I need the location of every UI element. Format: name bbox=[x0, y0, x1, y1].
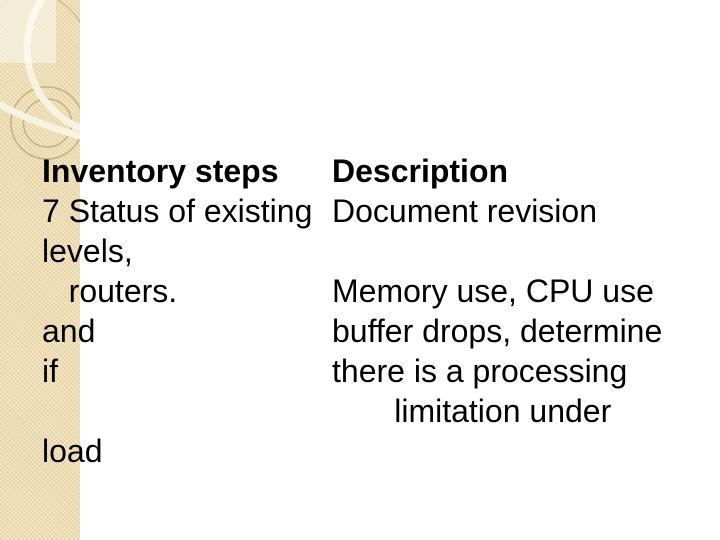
description-line: there is a processing bbox=[332, 353, 628, 389]
thin-arc-icon bbox=[57, 0, 80, 23]
inventory-line: if bbox=[42, 353, 58, 389]
inventory-line: routers. bbox=[42, 273, 178, 309]
sidebar-highlight-square bbox=[0, 0, 56, 63]
description-line: limitation under bbox=[332, 393, 612, 429]
swash-upper-icon bbox=[23, 0, 80, 132]
inventory-line-blank bbox=[42, 391, 312, 431]
column-header-inventory-steps: Inventory steps bbox=[42, 153, 279, 189]
sidebar-circles-decoration bbox=[0, 0, 80, 160]
column-description: Description Document revision Memory use… bbox=[332, 151, 662, 471]
column-header-description: Description bbox=[332, 153, 509, 189]
description-line-blank bbox=[332, 431, 662, 471]
description-line: Document revision bbox=[332, 193, 597, 229]
inventory-line: levels, bbox=[42, 233, 133, 269]
description-line-blank bbox=[332, 231, 662, 271]
inventory-line: load bbox=[42, 433, 103, 469]
ring-outer-icon bbox=[10, 86, 80, 160]
description-line: buffer drops, determine bbox=[332, 313, 663, 349]
column-inventory-steps: Inventory steps 7 Status of existing lev… bbox=[42, 151, 312, 471]
inventory-line: and bbox=[42, 313, 96, 349]
decorative-sidebar bbox=[0, 0, 80, 540]
description-line: Memory use, CPU use bbox=[332, 273, 654, 309]
inventory-line: 7 Status of existing bbox=[42, 193, 313, 229]
